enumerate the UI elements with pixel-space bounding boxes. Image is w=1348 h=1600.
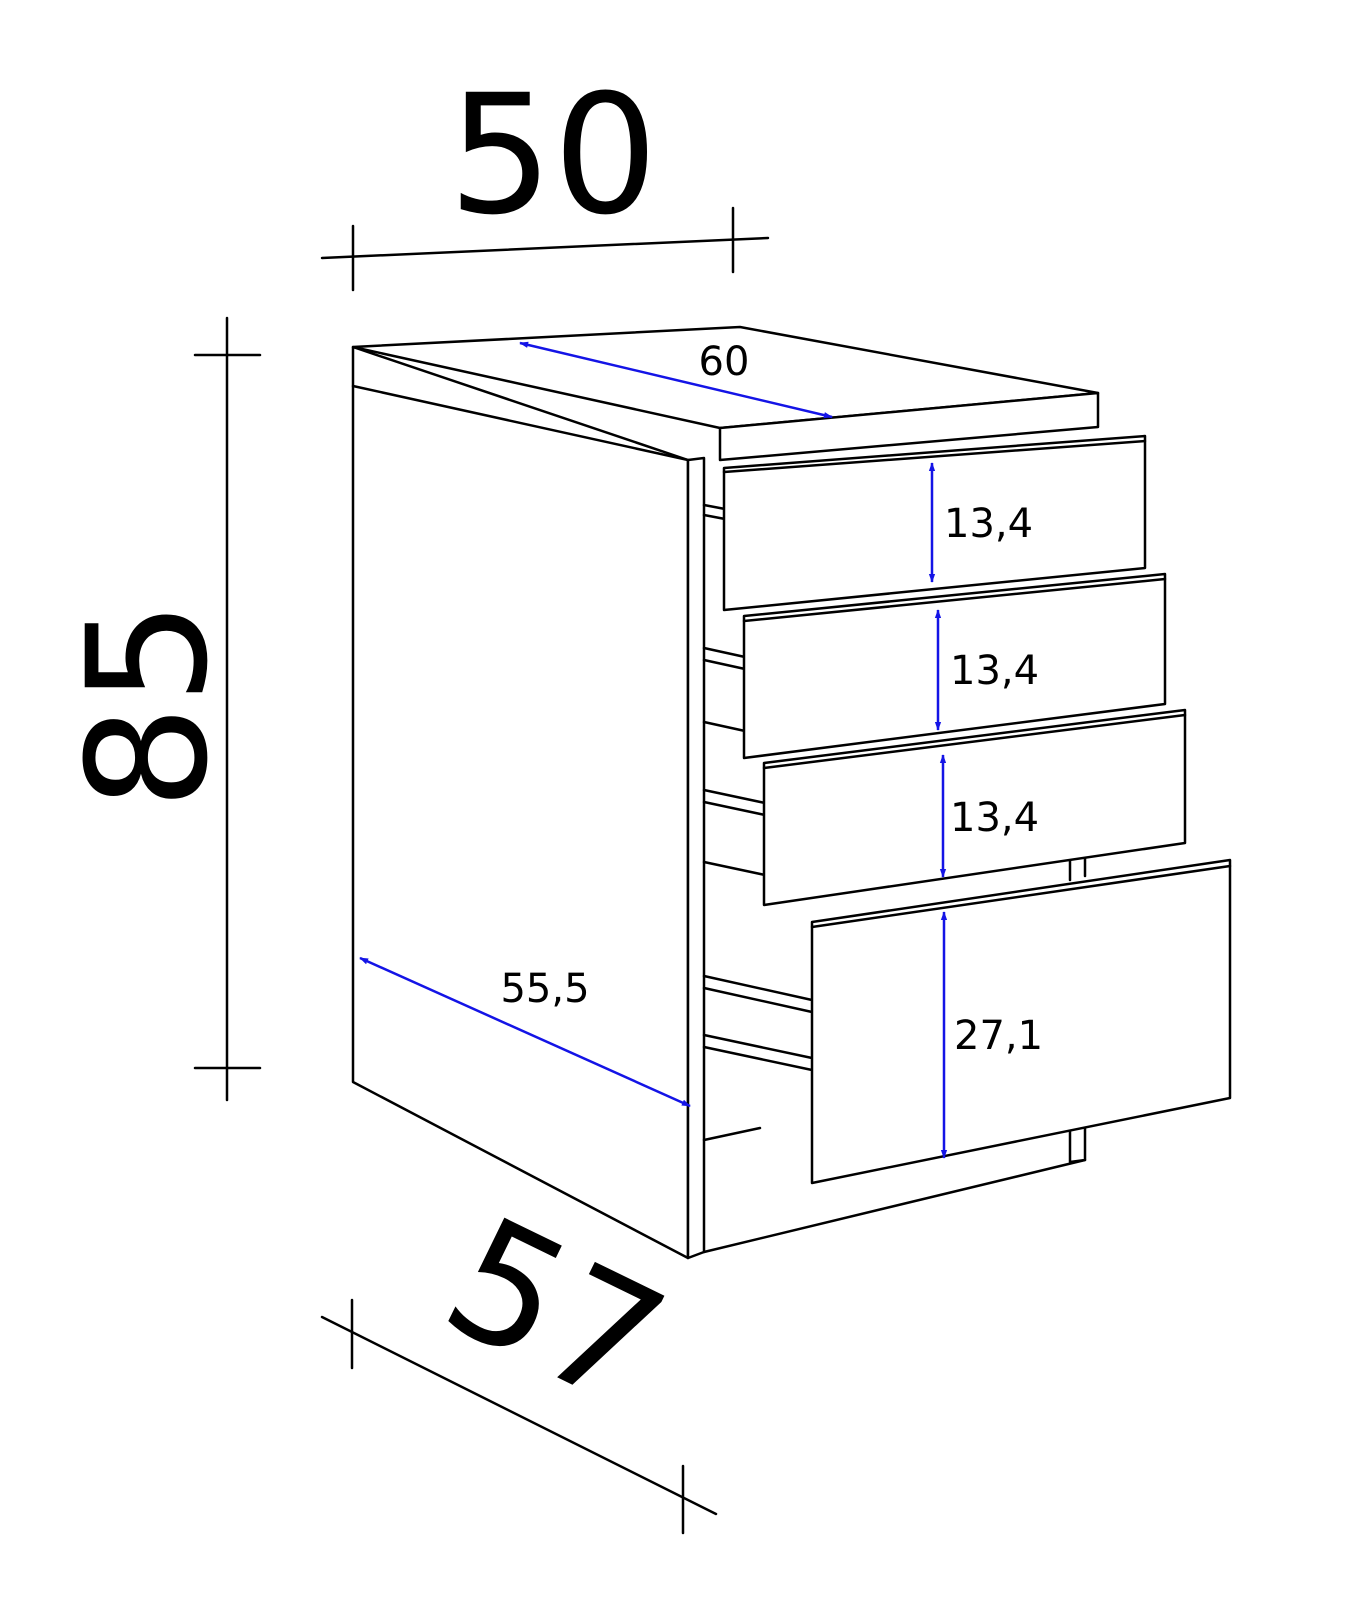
top-depth-label: 60 [699,339,750,385]
drawer-2-label: 13,4 [950,648,1039,694]
drawer-4-label: 27,1 [954,1013,1043,1059]
height-label: 85 [52,600,244,810]
depth-dimension-line [320,1298,718,1535]
drawer-3-label: 13,4 [950,795,1039,841]
drawer-runners [702,503,814,1072]
width-dimension-line [320,206,770,292]
drawer-1-label: 13,4 [944,501,1033,547]
side-panel [351,345,690,1260]
height-dimension-line [193,316,262,1102]
worktop-front-face [718,391,1100,462]
inner-depth-arrow [359,956,691,1108]
plinth [1068,1120,1087,1164]
top-depth-arrow [519,341,833,419]
width-label: 50 [448,59,658,251]
drawer-2 [742,572,1167,760]
drawer-4 [810,858,1232,1185]
front-frame-edge [686,456,706,1260]
drawer-3 [762,708,1187,907]
inner-depth-label: 55,5 [500,966,589,1012]
